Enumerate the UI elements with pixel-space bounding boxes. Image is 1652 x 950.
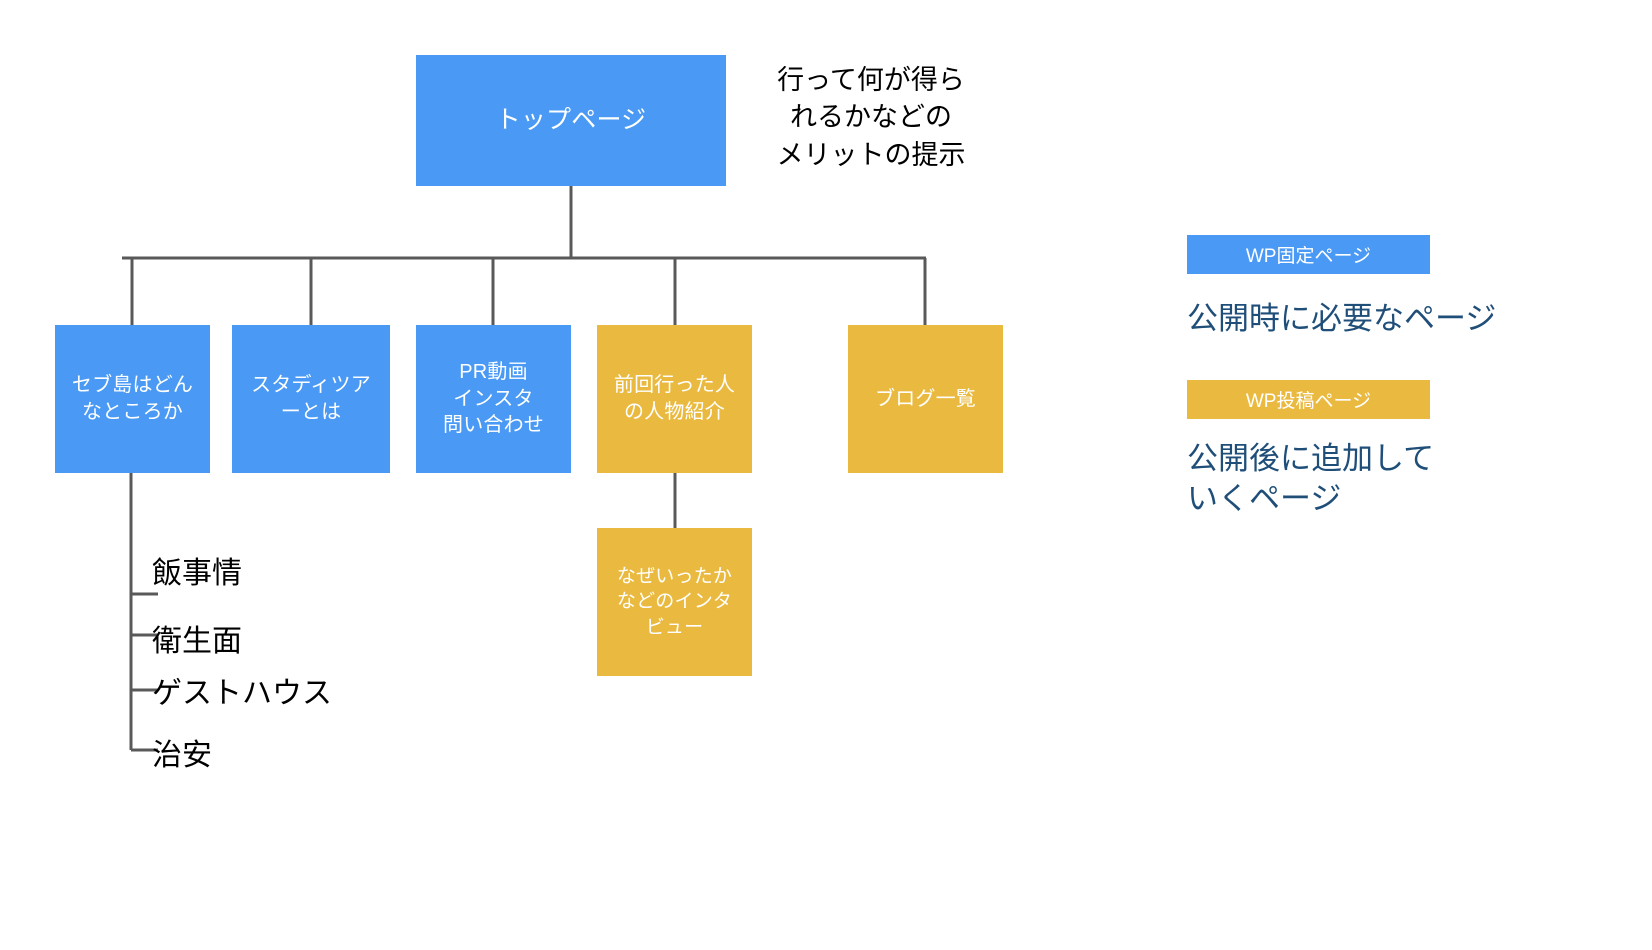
leaf-item-food[interactable]: 飯事情 [152, 556, 242, 591]
leaf-item-safety[interactable]: 治安 [152, 738, 212, 773]
legend-chip-fixed-page: WP固定ページ [1187, 235, 1430, 274]
node-pr-video-instagram-contact[interactable]: PR動画 インスタ 問い合わせ [416, 325, 571, 473]
node-blog-list[interactable]: ブログ一覧 [848, 325, 1003, 473]
leaf-item-hygiene[interactable]: 衛生面 [152, 624, 242, 659]
legend-description-post-page: 公開後に追加して いくページ [1187, 441, 1435, 517]
leaf-item-guesthouse[interactable]: ゲストハウス [152, 676, 332, 711]
node-top-page[interactable]: トップページ [416, 55, 726, 186]
node-interview[interactable]: なぜいったか などのインタ ビュー [597, 528, 752, 676]
node-cebu-island[interactable]: セブ島はどん なところか [55, 325, 210, 473]
legend-chip-post-page: WP投稿ページ [1187, 380, 1430, 419]
node-study-tour[interactable]: スタディツア ーとは [232, 325, 390, 473]
top-page-annotation: 行って何が得ら れるかなどの メリットの提示 [776, 65, 966, 171]
node-previous-participants[interactable]: 前回行った人 の人物紹介 [597, 325, 752, 473]
legend-description-fixed-page: 公開時に必要なページ [1187, 301, 1497, 337]
